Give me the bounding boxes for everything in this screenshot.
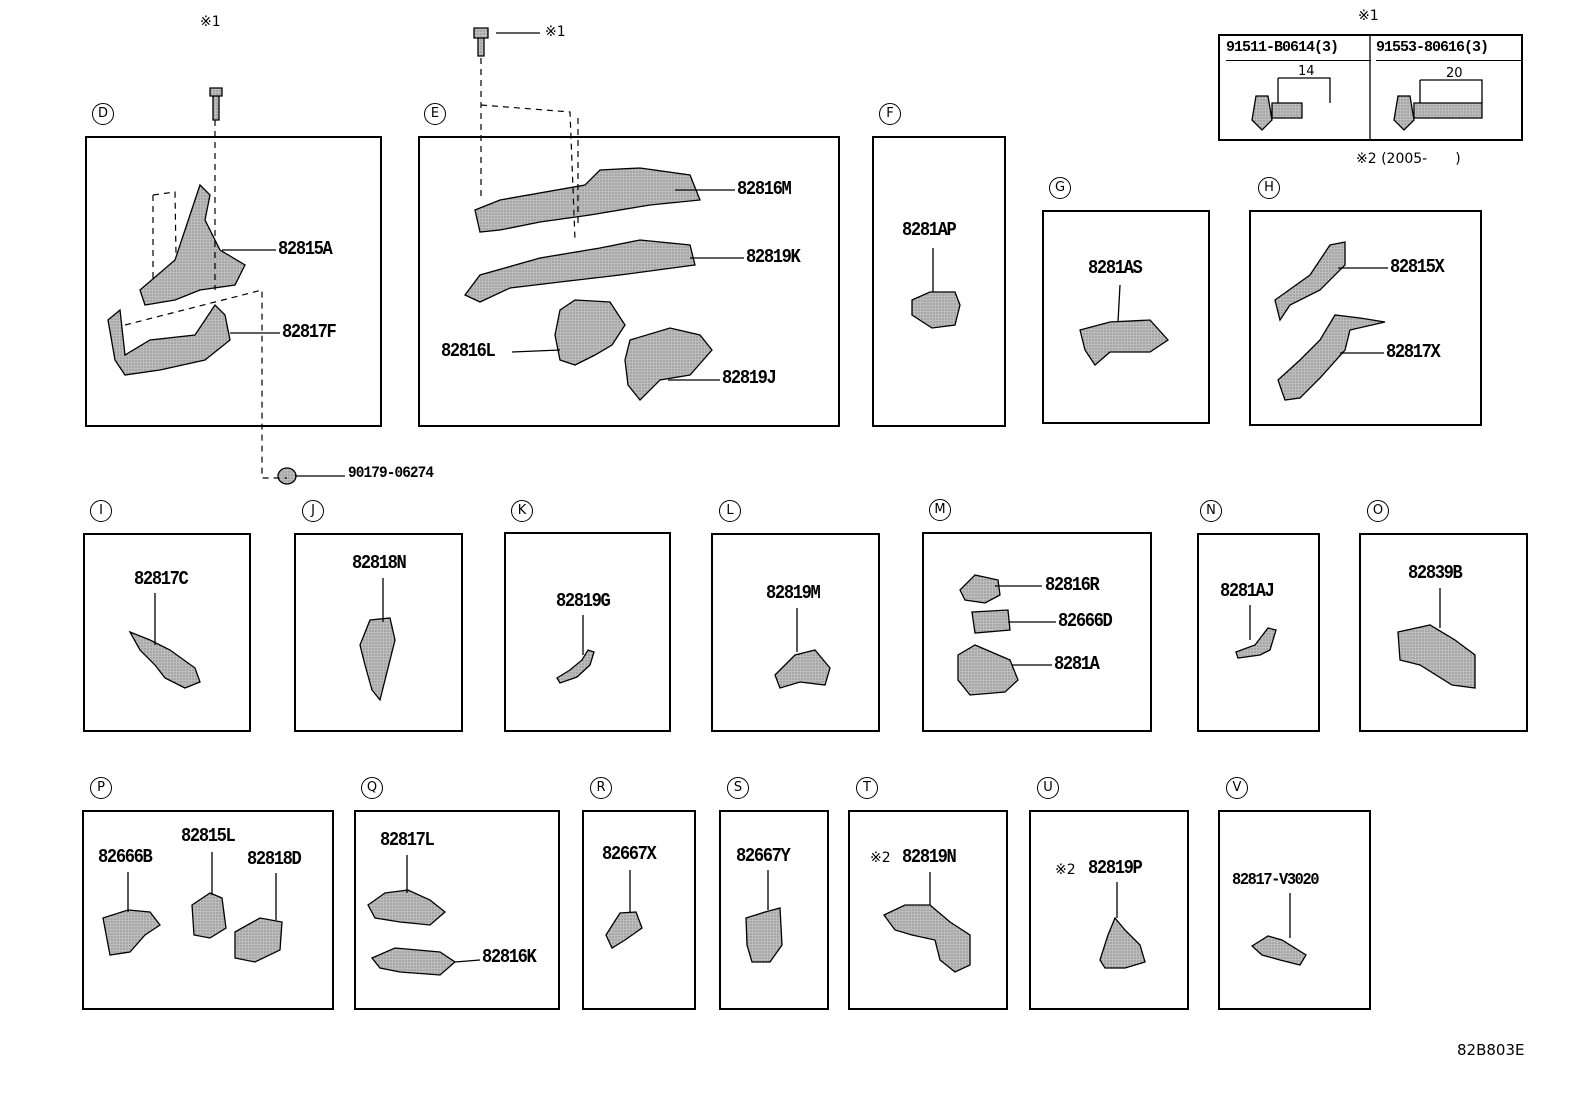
note-star1-e: ※1 — [545, 24, 566, 40]
group-o-label: O — [1367, 500, 1389, 522]
part-label-82817x: 82817X — [1386, 341, 1441, 363]
group-i-label: I — [90, 500, 112, 522]
part-label-82819p: 82819P — [1088, 857, 1143, 879]
group-s-label: S — [727, 777, 749, 799]
bolt-e-shape — [473, 27, 489, 57]
group-k-frame — [504, 532, 671, 732]
part-label-82815l: 82815L — [181, 825, 236, 847]
part-label-82666d: 82666D — [1058, 610, 1113, 632]
part-label-82819m: 82819M — [766, 582, 821, 604]
group-t-label: T — [856, 777, 878, 799]
part-label-82666b: 82666B — [98, 846, 153, 868]
part-label-90179-06274: 90179-06274 — [348, 464, 434, 482]
part-label-82815x: 82815X — [1390, 256, 1445, 278]
group-m-frame — [922, 532, 1152, 732]
part-label-82816l: 82816L — [441, 340, 496, 362]
group-m-label: M — [929, 499, 951, 521]
group-v-label: V — [1226, 777, 1248, 799]
group-r-frame — [582, 810, 696, 1010]
part-label-82816m: 82816M — [737, 178, 792, 200]
part-label-82818n: 82818N — [352, 552, 407, 574]
part-label-82818d: 82818D — [247, 848, 302, 870]
diagram-code: 82B803E — [1457, 1041, 1525, 1059]
group-n-label: N — [1200, 500, 1222, 522]
group-u-frame — [1029, 810, 1189, 1010]
group-e-label: E — [424, 103, 446, 125]
clip-90179-shape — [277, 467, 297, 485]
group-h-frame — [1249, 210, 1482, 426]
table-col1-dim: 14 — [1298, 64, 1315, 79]
part-label-82817-v3020: 82817-V3020 — [1232, 871, 1319, 890]
part-label-8281a: 8281A — [1054, 653, 1100, 675]
group-n-frame — [1197, 533, 1320, 732]
group-l-label: L — [719, 500, 741, 522]
part-label-82819j: 82819J — [722, 367, 777, 389]
group-f-label: F — [879, 103, 901, 125]
group-p-label: P — [90, 777, 112, 799]
part-label-82839b: 82839B — [1408, 562, 1463, 584]
part-label-82816r: 82816R — [1045, 574, 1100, 596]
part-label-8281ap: 8281AP — [902, 219, 957, 241]
note-star2-range: ※2 (2005- ) — [1356, 151, 1461, 167]
part-label-82667y: 82667Y — [736, 845, 791, 867]
part-label-82817c: 82817C — [134, 568, 189, 590]
note-star2-t: ※2 — [870, 850, 891, 866]
group-d-label: D — [92, 103, 114, 125]
part-label-82817l: 82817L — [380, 829, 435, 851]
group-r-label: R — [590, 777, 612, 799]
group-k-label: K — [511, 500, 533, 522]
group-g-frame — [1042, 210, 1210, 424]
bolt-d-shape — [209, 87, 223, 121]
part-label-82817f: 82817F — [282, 321, 337, 343]
part-label-82819k: 82819K — [746, 246, 801, 268]
table-col2-header: 91553-80616(3) — [1376, 36, 1521, 61]
group-i-frame — [83, 533, 251, 732]
group-q-label: Q — [361, 777, 383, 799]
part-label-82815a: 82815A — [278, 238, 333, 260]
part-label-8281as: 8281AS — [1088, 257, 1143, 279]
table-col2-dim: 20 — [1446, 66, 1463, 81]
group-f-frame — [872, 136, 1006, 427]
table-col1-header: 91511-B0614(3) — [1226, 36, 1371, 61]
group-d-frame — [85, 136, 382, 427]
table-note-star1: ※1 — [1358, 8, 1379, 24]
group-s-frame — [719, 810, 829, 1010]
group-l-frame — [711, 533, 880, 732]
group-h-label: H — [1258, 177, 1280, 199]
fastener-table: 91511-B0614(3) 91553-80616(3) 14 20 — [1218, 34, 1523, 141]
group-u-label: U — [1037, 777, 1059, 799]
part-label-8281aj: 8281AJ — [1220, 580, 1275, 602]
part-label-82819n: 82819N — [902, 846, 957, 868]
part-label-82819g: 82819G — [556, 590, 611, 612]
part-label-82816k: 82816K — [482, 946, 537, 968]
note-star1-d: ※1 — [200, 14, 221, 30]
part-label-82667x: 82667X — [602, 843, 657, 865]
note-star2-u: ※2 — [1055, 862, 1076, 878]
group-j-label: J — [302, 500, 324, 522]
group-t-frame — [848, 810, 1008, 1010]
group-g-label: G — [1049, 177, 1071, 199]
group-v-frame — [1218, 810, 1371, 1010]
